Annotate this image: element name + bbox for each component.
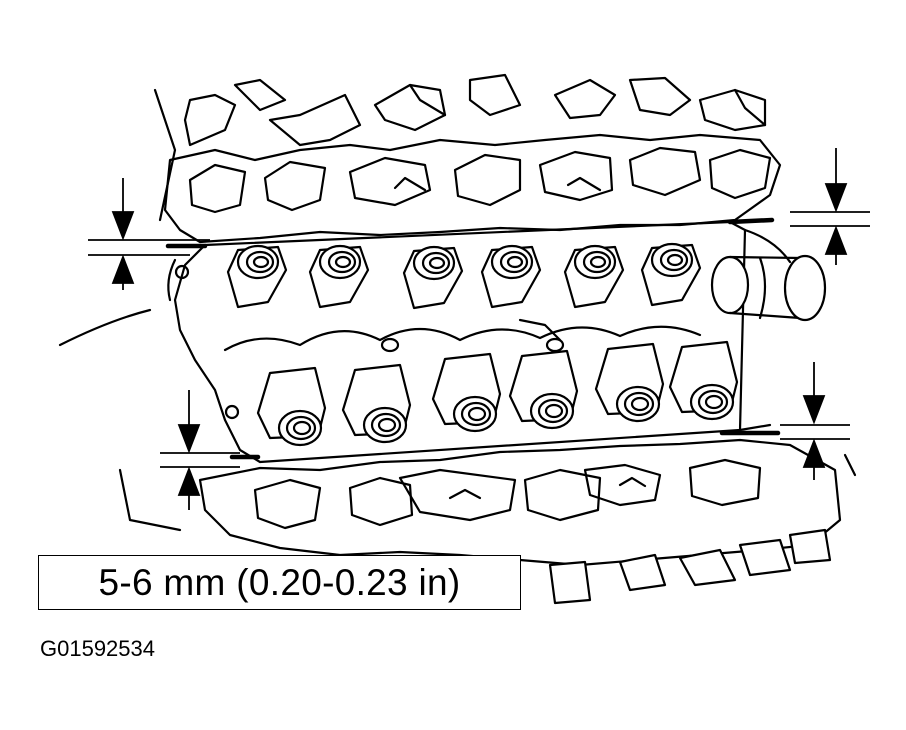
valve-spring-cap: [563, 244, 625, 309]
valve-spring-cap: [341, 363, 412, 444]
valve-row-upper: [226, 242, 702, 310]
valve-spring-cap: [308, 244, 370, 309]
valve-spring-cap: [226, 244, 288, 309]
dimension-arrow-left-upper: [88, 178, 210, 290]
valve-spring-cap: [508, 349, 579, 430]
dimension-arrow-left-lower: [160, 390, 240, 510]
head-center-detail: [223, 318, 702, 353]
valve-spring-cap: [402, 245, 464, 310]
valve-spring-cap: [668, 340, 739, 421]
valve-spring-cap: [640, 242, 702, 307]
dimension-callout: 5-6 mm (0.20-0.23 in): [38, 555, 521, 610]
valve-spring-cap: [594, 342, 665, 423]
gasket-seal: [727, 217, 775, 225]
valve-spring-cap: [256, 366, 327, 447]
figure-id: G01592534: [40, 636, 155, 661]
dimension-arrow-right-lower: [780, 362, 850, 480]
valve-spring-cap: [480, 244, 542, 309]
upper-manifold: [58, 73, 782, 347]
valve-row-lower: [256, 340, 739, 447]
dimension-arrow-right-upper: [790, 148, 870, 265]
valve-spring-cap: [431, 352, 502, 433]
camshaft: [710, 254, 827, 322]
dimension-callout-text: 5-6 mm (0.20-0.23 in): [98, 561, 461, 603]
lower-manifold: [118, 438, 857, 605]
gasket-seals: [165, 217, 781, 460]
